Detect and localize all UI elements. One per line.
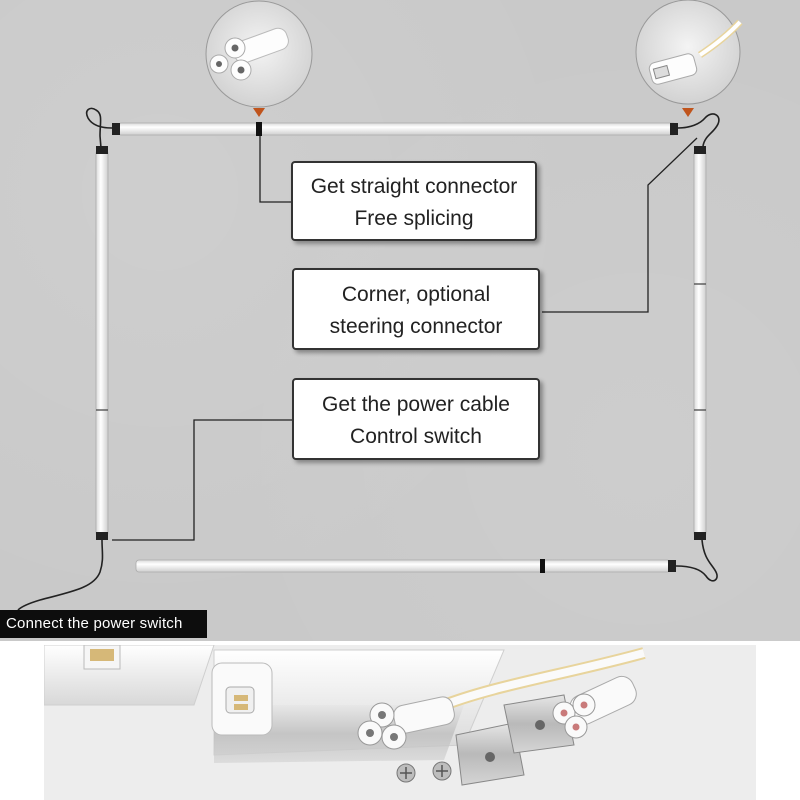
callout-line: Corner, optional [341, 283, 491, 306]
mounting-clip [455, 722, 525, 786]
corner-cables [17, 107, 720, 611]
callout-line: steering connector [329, 315, 503, 338]
right-tube [693, 146, 707, 540]
screw [432, 761, 452, 781]
bottom-tube [135, 559, 676, 573]
corner-connector-callout: Corner, optional steering connector [292, 268, 540, 350]
fixture-end-left [44, 645, 215, 706]
callout-line: Free splicing [354, 207, 474, 230]
diagram-panel: Get straight connector Free splicing Cor… [0, 0, 800, 641]
tube-layout-diagram [17, 0, 743, 611]
product-illustration [44, 645, 756, 800]
fixture-main [211, 649, 505, 763]
callout-line: Get straight connector [310, 175, 518, 198]
product-photo [44, 645, 756, 800]
leader-lines [112, 136, 698, 541]
callout-line: Control switch [350, 425, 482, 448]
top-tube [112, 122, 678, 136]
straight-connector-thumbnail [205, 0, 313, 117]
marker [682, 108, 694, 117]
power-plug-connector-thumbnail [635, 0, 743, 117]
straight-connector-callout: Get straight connector Free splicing [291, 161, 537, 241]
power-cable-callout: Get the power cable Control switch [292, 378, 540, 460]
straight-connector [552, 675, 637, 739]
plug-connector [357, 696, 455, 750]
callout-line: Get the power cable [322, 393, 510, 416]
left-tube [95, 146, 109, 540]
straight-splice-marker [256, 122, 262, 136]
marker [253, 108, 265, 117]
screw [396, 763, 416, 783]
power-switch-label: Connect the power switch [0, 610, 207, 638]
